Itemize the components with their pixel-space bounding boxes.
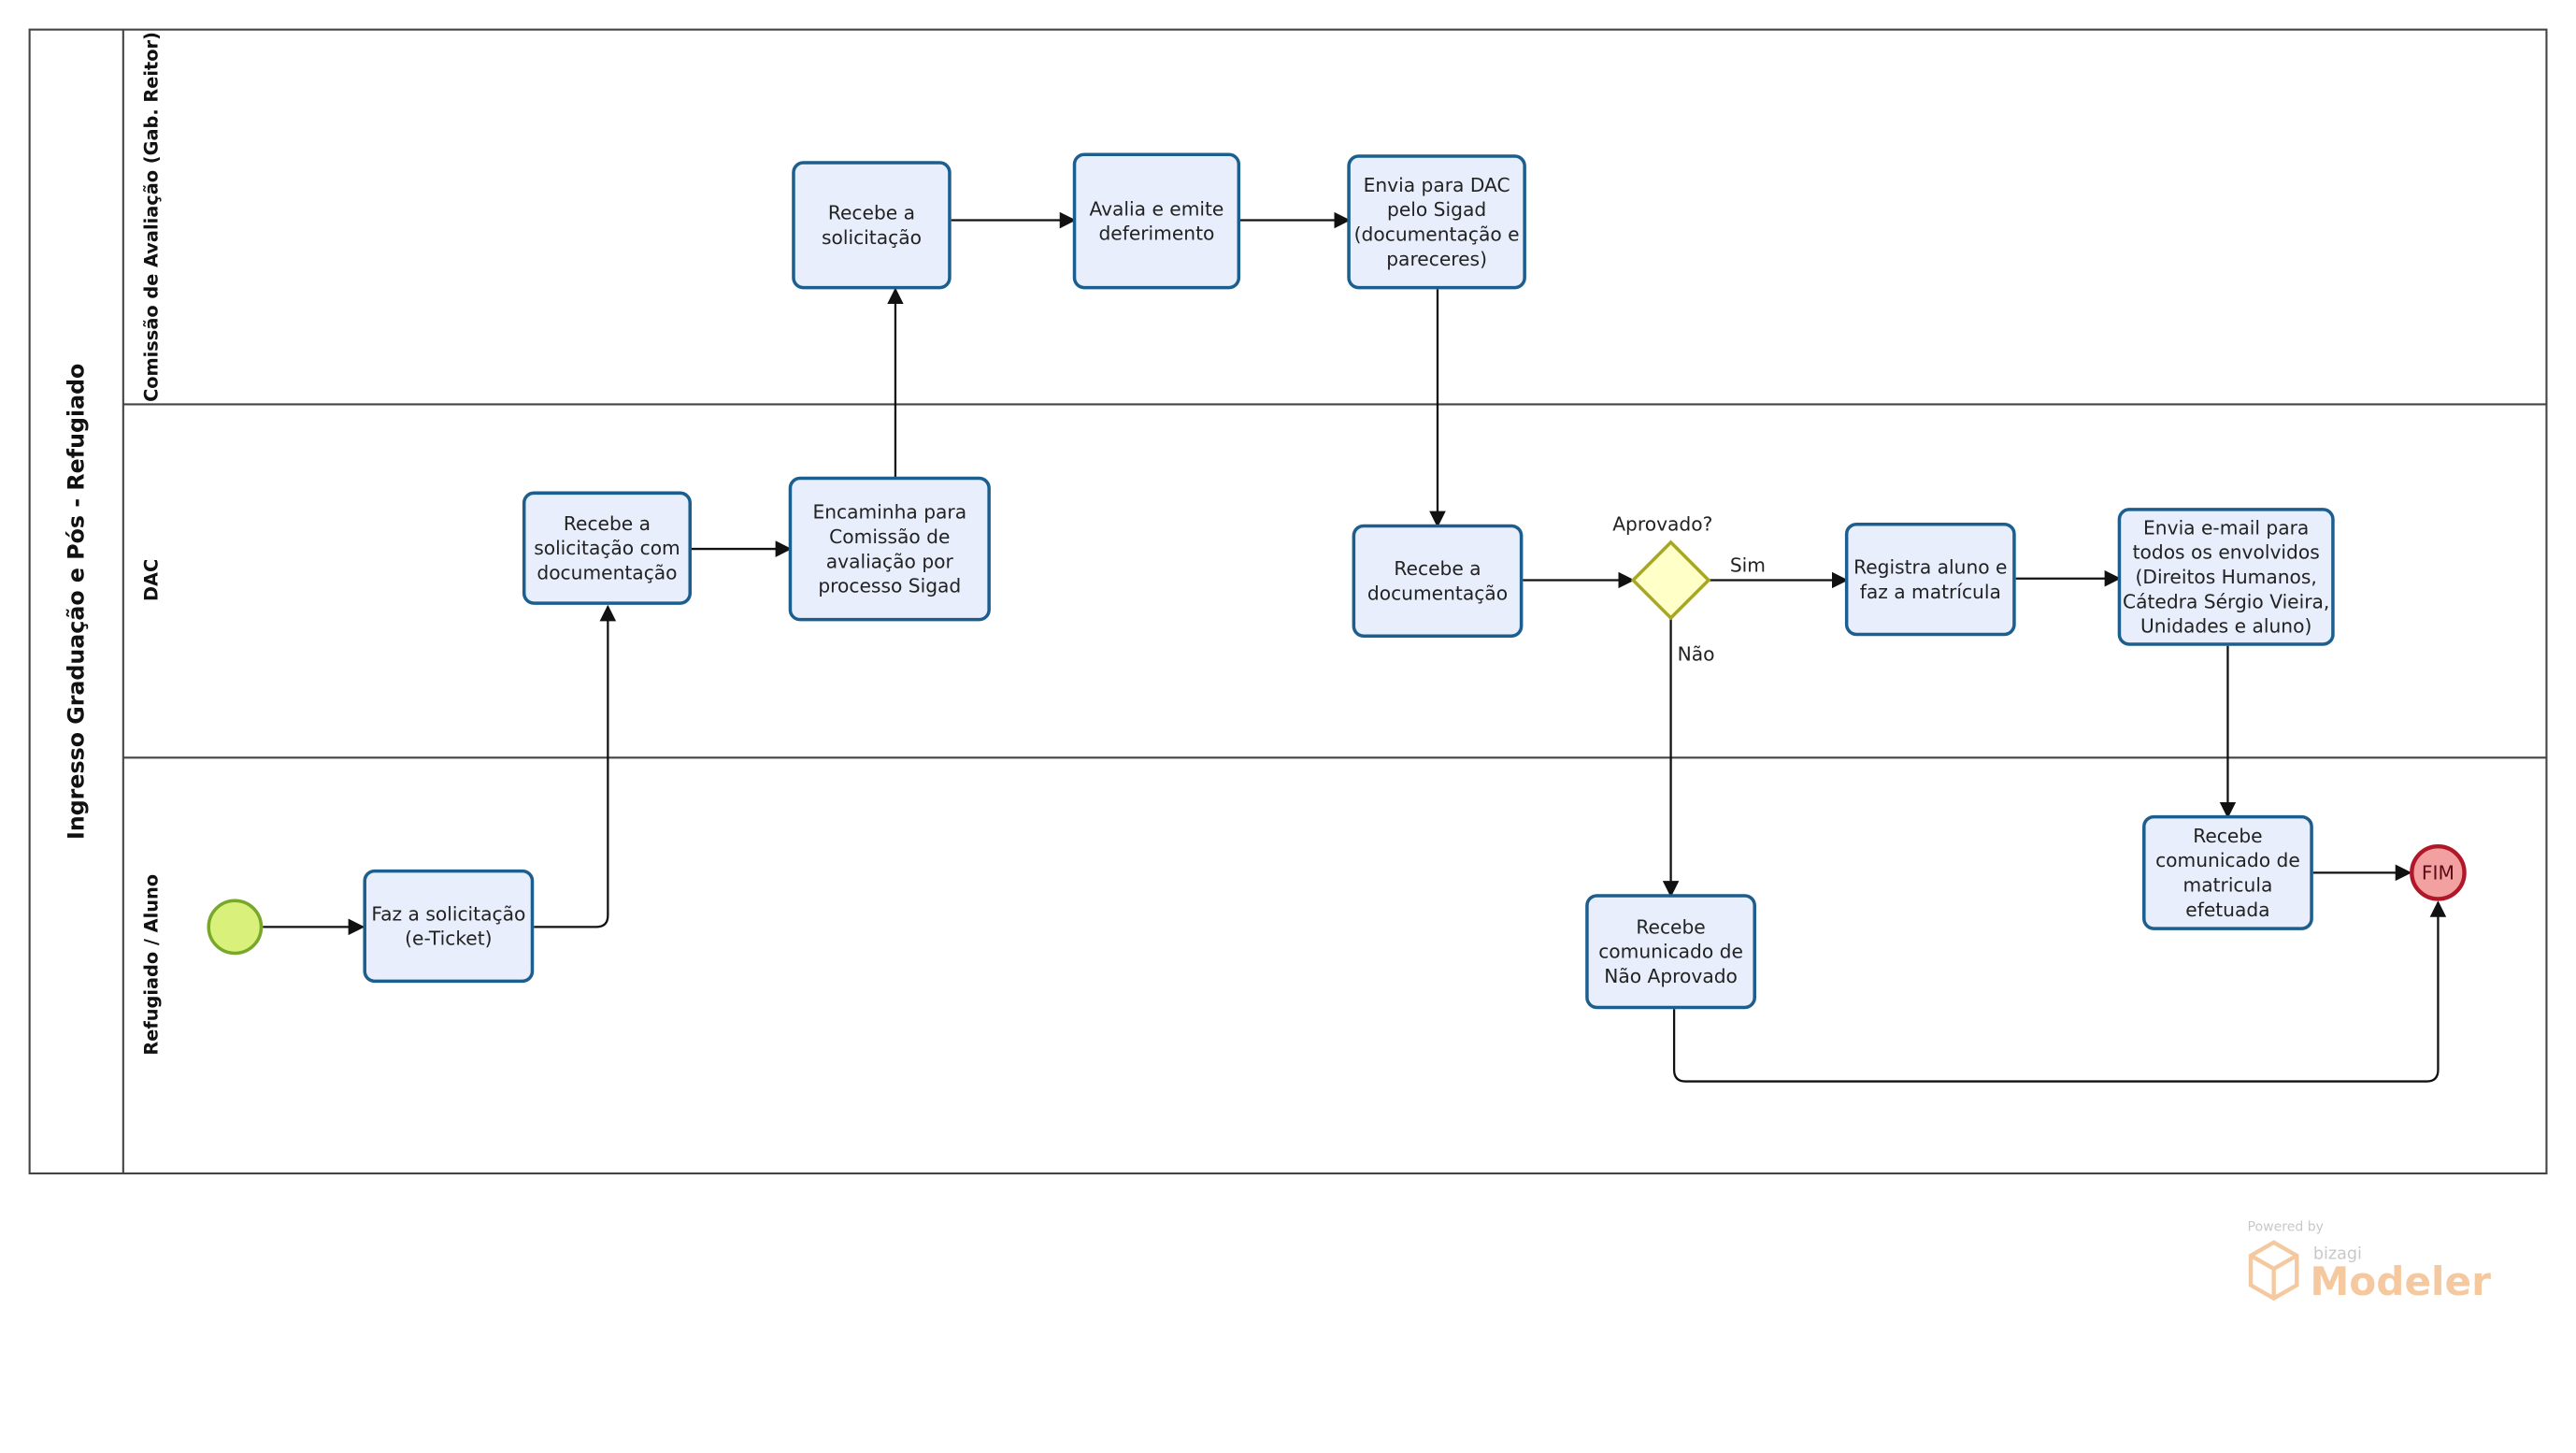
gateway-diamond[interactable]: [1630, 539, 1711, 621]
task-label-line: Envia e-mail para: [2143, 516, 2309, 539]
task-label-line: documentação: [537, 562, 677, 584]
task-label-line: Faz a solicitação: [371, 902, 525, 925]
task-label-line: matricula: [2183, 874, 2273, 897]
task-box[interactable]: [1352, 524, 1524, 638]
task-label-line: avaliação por: [826, 550, 954, 572]
task-label-line: Envia para DAC: [1364, 174, 1510, 196]
gateway-yes-label: Sim: [1730, 554, 1766, 577]
task-box[interactable]: [788, 476, 991, 622]
task-label-line: Recebe a: [1394, 557, 1481, 580]
task-label-line: todos os envolvidos: [2133, 541, 2320, 564]
task-box[interactable]: [1844, 522, 2016, 637]
task-label-line: Não Aprovado: [1604, 965, 1738, 987]
task-label-line: pareceres): [1386, 248, 1487, 270]
task-label-line: faz a matrícula: [1860, 581, 2001, 603]
start-event-circle[interactable]: [207, 899, 264, 956]
task-label-line: efetuada: [2185, 899, 2269, 921]
gateway-question-label: Aprovado?: [1612, 513, 1712, 536]
task-recebe-documentacao[interactable]: Recebe a documentação: [1352, 524, 1524, 638]
start-event[interactable]: [207, 899, 264, 956]
modeler-product-text: Modeler: [2310, 1259, 2491, 1304]
task-label-line: Cátedra Sérgio Vieira,: [2123, 590, 2329, 612]
task-box[interactable]: [2117, 508, 2335, 646]
task-label-line: deferimento: [1098, 223, 1214, 245]
task-box[interactable]: [522, 491, 692, 605]
task-box[interactable]: [1072, 152, 1241, 290]
task-label-line: (e-Ticket): [405, 928, 492, 950]
task-label-line: (Direitos Humanos,: [2136, 566, 2317, 588]
flow-nao-aprovado-to-end: [1672, 900, 2447, 1083]
task-label-line: (documentação e: [1354, 223, 1520, 246]
task-label-line: solicitação com: [534, 537, 680, 559]
task-box[interactable]: [1347, 154, 1526, 290]
sequence-flows: Sim Não: [263, 211, 2447, 1083]
task-box[interactable]: [792, 161, 952, 290]
bizagi-brand-text: bizagi: [2313, 1244, 2362, 1263]
end-event-label: FIM: [2422, 861, 2454, 884]
flow-to-recebe-solicitacao-doc: [534, 604, 617, 928]
bizagi-watermark: Powered by bizagi Modeler: [2248, 1220, 2492, 1305]
task-label-line: Registra aluno e: [1853, 555, 2007, 578]
task-label-line: Avalia e emite: [1089, 197, 1224, 220]
powered-by-text: Powered by: [2248, 1220, 2324, 1235]
gateway-aprovado[interactable]: Aprovado?: [1612, 513, 1712, 621]
task-box[interactable]: [363, 869, 535, 984]
lane-title-refugiado: Refugiado / Aluno: [141, 874, 163, 1056]
task-label-line: comunicado de: [2155, 849, 2300, 871]
tasks-layer: Faz a solicitação(e-Ticket)Recebe asolic…: [363, 152, 2335, 1010]
task-avalia-deferimento[interactable]: Avalia e emite deferimento: [1072, 152, 1241, 290]
bizagi-logo-icon: [2248, 1240, 2299, 1302]
task-label-line: Recebe a: [564, 512, 651, 535]
task-label-line: comunicado de: [1598, 941, 1743, 963]
task-label-line: solicitação: [822, 226, 922, 249]
task-label-line: pelo Sigad: [1387, 198, 1486, 221]
task-box[interactable]: [1585, 894, 1756, 1010]
task-label-line: Comissão de: [829, 525, 950, 548]
end-event-circle[interactable]: [2410, 844, 2467, 901]
task-label-line: Recebe: [2193, 825, 2262, 847]
lane-title-comissao: Comissão de Avaliação (Gab. Reitor): [141, 32, 163, 402]
task-label-line: Recebe: [1636, 915, 1705, 938]
task-label-line: Encaminha para: [812, 501, 966, 524]
lane-title-dac: DAC: [141, 559, 163, 601]
task-faz-solicitacao[interactable]: Faz a solicitação (e-Ticket): [363, 869, 535, 984]
task-box[interactable]: [2142, 814, 2313, 930]
end-event[interactable]: FIM: [2410, 844, 2467, 901]
task-label-line: documentação: [1367, 583, 1508, 605]
task-label-line: processo Sigad: [818, 575, 961, 597]
task-label-line: Recebe a: [828, 202, 915, 224]
gateway-no-label: Não: [1678, 643, 1715, 666]
task-label-line: Unidades e aluno): [2140, 615, 2311, 638]
task-registra-aluno[interactable]: Registra aluno e faz a matrícula: [1844, 522, 2016, 637]
pool-title: Ingresso Graduação e Pós - Refugiado: [64, 364, 90, 840]
